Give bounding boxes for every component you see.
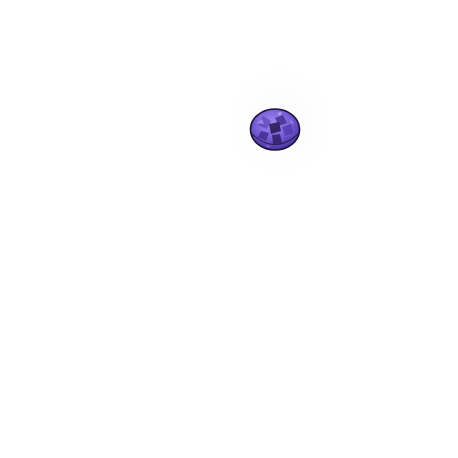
purple-gemstone-icon [249, 107, 301, 152]
